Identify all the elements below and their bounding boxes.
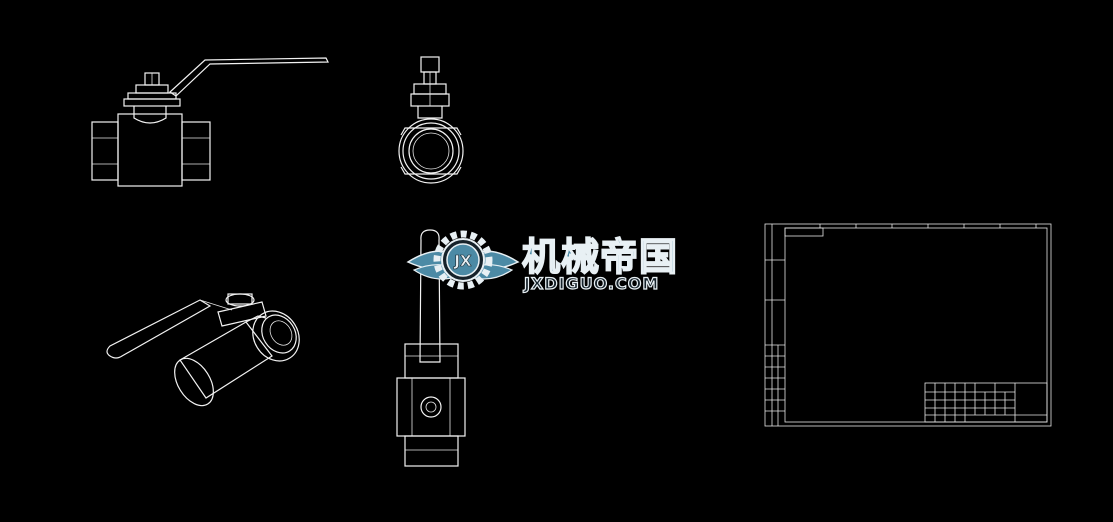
gear-icon	[433, 230, 493, 290]
watermark-name-en: JXDIGUO.COM	[523, 274, 659, 293]
valve-isometric-view	[106, 293, 300, 407]
valve-front-view	[91, 57, 329, 187]
emblem-letters: JX	[453, 252, 472, 270]
watermark-logo: JX 机械帝国 JXDIGUO.COM	[406, 230, 678, 294]
drawing-frame	[764, 223, 1052, 427]
watermark-name-cn: 机械帝国	[522, 235, 678, 279]
valve-top-view	[396, 229, 466, 467]
valve-side-view	[398, 56, 464, 184]
